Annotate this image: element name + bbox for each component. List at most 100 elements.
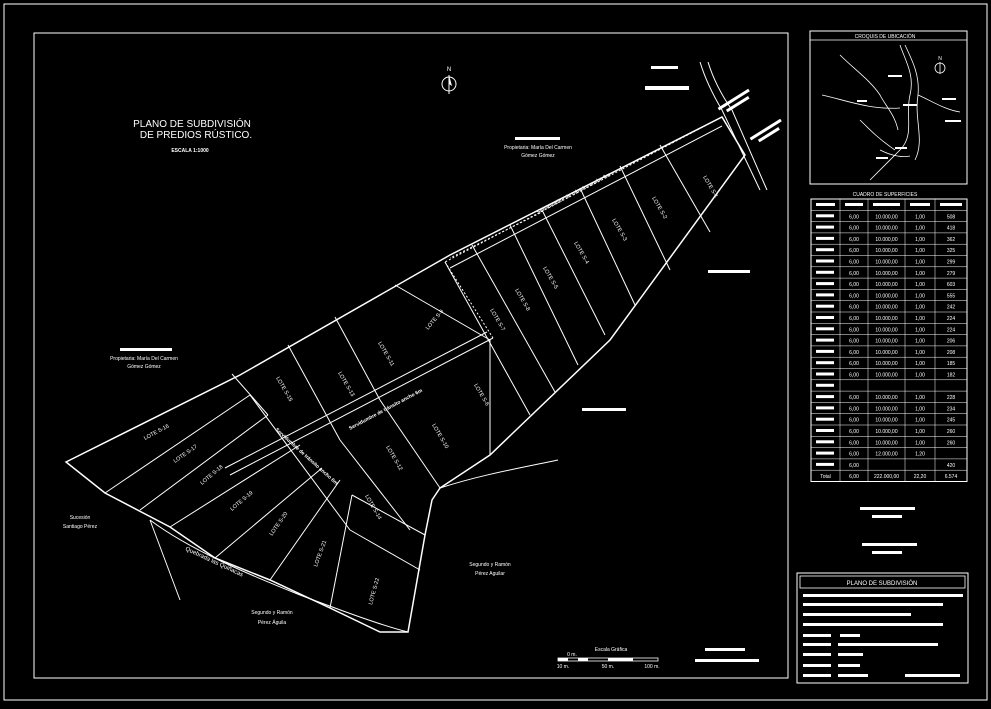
svg-text:242: 242 [947, 305, 956, 311]
lot-label[interactable]: LOTE S-3 [610, 218, 627, 242]
lot-label[interactable]: LOTE S-12 [384, 445, 403, 472]
lot-label[interactable]: LOTE S-20 [269, 511, 290, 537]
svg-text:22,20: 22,20 [914, 474, 927, 480]
svg-text:1,00: 1,00 [915, 361, 925, 367]
neighbor-segundo-bottom-line2: Pérez Águila [258, 619, 287, 626]
lot-division-lines [104, 117, 723, 609]
svg-text:10.000,00: 10.000,00 [875, 248, 897, 254]
svg-text:6,00: 6,00 [849, 214, 859, 220]
lot-label[interactable]: LOTE S-10 [430, 423, 449, 450]
svg-text:10.000,00: 10.000,00 [875, 406, 897, 412]
svg-text:10.000,00: 10.000,00 [875, 271, 897, 277]
redacted-road-label-1 [651, 66, 678, 69]
lot-label[interactable]: LOTE S-11 [376, 341, 395, 367]
svg-text:1,00: 1,00 [915, 214, 925, 220]
svg-text:6,00: 6,00 [849, 339, 859, 345]
svg-text:6,00: 6,00 [849, 373, 859, 379]
neighbor-segundo-bottom-line1: Segundo y Ramón [251, 610, 293, 616]
svg-text:10.000,00: 10.000,00 [875, 327, 897, 333]
road-edge-west [699, 61, 761, 191]
svg-text:1,00: 1,00 [915, 260, 925, 266]
owner-top-line1: Propietaria: María Del Carmen [504, 145, 572, 151]
svg-text:100 m.: 100 m. [644, 664, 659, 670]
svg-text:6,00: 6,00 [849, 361, 859, 367]
svg-text:1,00: 1,00 [915, 282, 925, 288]
svg-text:10.000,00: 10.000,00 [875, 316, 897, 322]
svg-text:6.574: 6.574 [945, 474, 958, 480]
svg-text:6,00: 6,00 [849, 316, 859, 322]
owner-left-line1: Propietaria: María Del Carmen [110, 356, 178, 362]
lot-label[interactable]: LOTE S-5 [541, 266, 558, 290]
svg-text:1,00: 1,00 [915, 350, 925, 356]
lot-label[interactable]: LOTE S-8 [513, 288, 530, 312]
neighbor-sucesion-line2: Santiago Pérez [63, 524, 98, 530]
svg-text:279: 279 [947, 271, 956, 277]
lot-label[interactable]: LOTE S-13 [336, 371, 355, 398]
svg-text:12.000,00: 12.000,00 [875, 452, 897, 458]
plan-title-line2: DE PREDIOS RÚSTICO. [140, 128, 252, 141]
title-block-title: PLANO DE SUBDIVISIÓN [847, 580, 918, 587]
lot-labels: LOTE S-1 LOTE S-2 LOTE S-3 LOTE S-4 LOTE… [143, 175, 719, 606]
lot-label[interactable]: LOTE S-4 [572, 241, 589, 265]
svg-text:1,20: 1,20 [915, 452, 925, 458]
lot-label[interactable]: LOTE S-1 [701, 175, 718, 199]
svg-text:1,00: 1,00 [915, 395, 925, 401]
svg-text:10.000,00: 10.000,00 [875, 440, 897, 446]
svg-text:10.000,00: 10.000,00 [875, 305, 897, 311]
svg-text:6,00: 6,00 [849, 429, 859, 435]
easement-label-1: Servidumbre de tránsito ancho 6m [536, 172, 612, 216]
svg-text:6,00: 6,00 [849, 305, 859, 311]
svg-text:10.000,00: 10.000,00 [875, 339, 897, 345]
lot-label[interactable]: LOTE S-7 [488, 308, 505, 332]
svg-text:N: N [447, 67, 451, 73]
lot-label[interactable]: LOTE S-21 [313, 540, 328, 568]
creek-label: Quebrada las Quiñacas [184, 546, 244, 578]
svg-text:245: 245 [947, 418, 956, 424]
owner-redacted-left [120, 348, 172, 351]
neighbor-sucesion-line1: Sucesión [70, 515, 91, 521]
svg-text:1,00: 1,00 [915, 429, 925, 435]
lot-label[interactable]: LOTE S-17 [173, 444, 199, 465]
lot-label[interactable]: LOTE S-6 [472, 383, 489, 407]
svg-text:260: 260 [947, 429, 956, 435]
lot-label[interactable]: LOTE S-2 [650, 196, 667, 220]
lot-label[interactable]: LOTE S-15 [274, 376, 293, 403]
svg-text:N: N [938, 56, 942, 62]
lot-label[interactable]: LOTE S-14 [363, 494, 382, 521]
lot-label[interactable]: LOTE S-19 [229, 490, 254, 512]
lot-label[interactable]: LOTE S-9 [425, 309, 445, 332]
lot-label[interactable]: LOTE S-18 [199, 464, 224, 486]
svg-text:6,00: 6,00 [849, 260, 859, 266]
svg-text:6,00: 6,00 [849, 237, 859, 243]
svg-text:508: 508 [947, 214, 956, 220]
svg-text:362: 362 [947, 237, 956, 243]
svg-text:555: 555 [947, 293, 956, 299]
lot-label[interactable]: LOTE S-16 [143, 424, 170, 442]
neighbor-boundary-east [439, 459, 559, 489]
svg-text:Total: Total [820, 474, 831, 480]
map-frame [33, 32, 789, 679]
redacted-label-middle [582, 408, 626, 411]
lot-label[interactable]: LOTE S-22 [368, 577, 381, 605]
svg-text:10.000,00: 10.000,00 [875, 226, 897, 232]
road-edge-east [707, 61, 768, 191]
svg-text:1,00: 1,00 [915, 418, 925, 424]
